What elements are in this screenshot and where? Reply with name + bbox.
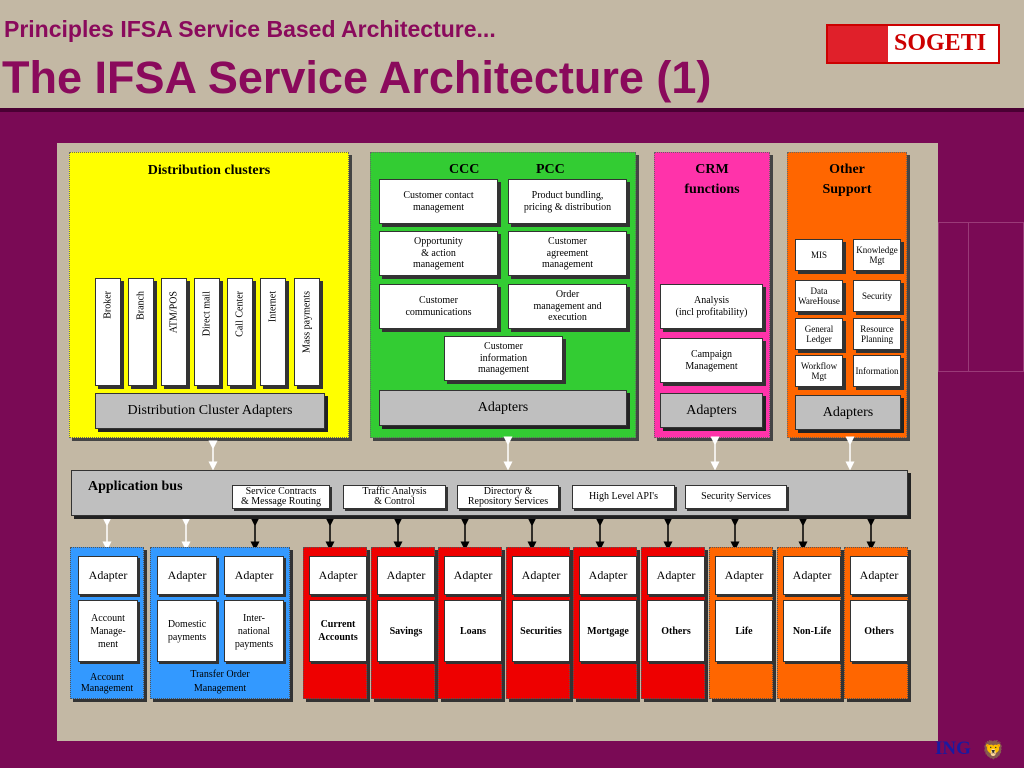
mortgage-box: Mortgage xyxy=(579,600,637,662)
slide-title: The IFSA Service Architecture (1) xyxy=(2,52,712,103)
customer-contact-box: Customer contact management xyxy=(379,179,498,224)
channel-direct-mail: Direct mail xyxy=(194,278,220,386)
slide-subtitle: Principles IFSA Service Based Architectu… xyxy=(4,16,496,42)
security-box: Security xyxy=(853,280,901,312)
life-box: Life xyxy=(715,600,773,662)
ing-logo: ING xyxy=(935,738,971,759)
non-life-box: Non-Life xyxy=(783,600,841,662)
others-banking-adapter: Adapter xyxy=(647,556,705,595)
customer-information-box: Customer information management xyxy=(444,336,563,381)
resource-planning-box: Resource Planning xyxy=(853,318,901,350)
bus-high-level-api: High Level API's xyxy=(572,485,675,509)
non-life-adapter: Adapter xyxy=(783,556,841,595)
workflow-box: Workflow Mgt xyxy=(795,355,843,387)
bus-traffic-analysis: Traffic Analysis & Control xyxy=(343,485,446,509)
others-banking-box: Others xyxy=(647,600,705,662)
pcc-label: PCC xyxy=(536,162,565,177)
crm-title: CRM functions xyxy=(684,162,740,197)
life-adapter: Adapter xyxy=(715,556,773,595)
domestic-adapter: Adapter xyxy=(157,556,217,595)
customer-agreement-box: Customer agreement management xyxy=(508,231,627,276)
crm-adapters: Adapters xyxy=(660,393,763,428)
opportunity-box: Opportunity & action management xyxy=(379,231,498,276)
securities-adapter: Adapter xyxy=(512,556,570,595)
others-insurance-box: Others xyxy=(850,600,908,662)
loans-adapter: Adapter xyxy=(444,556,502,595)
customer-communications-box: Customer communications xyxy=(379,284,498,329)
current-accounts-box: Current Accounts xyxy=(309,600,367,662)
campaign-box: Campaign Management xyxy=(660,338,763,383)
knowledge-box: Knowledge Mgt xyxy=(853,239,901,271)
others-insurance-adapter: Adapter xyxy=(850,556,908,595)
channel-broker: Broker xyxy=(95,278,121,386)
product-bundling-box: Product bundling, pricing & distribution xyxy=(508,179,627,224)
account-management-caption: Account Management xyxy=(80,672,134,694)
current-accounts-adapter: Adapter xyxy=(309,556,367,595)
data-warehouse-box: Data WareHouse xyxy=(795,280,843,312)
account-management-box: Account Manage- ment xyxy=(78,600,138,662)
logo-text: SOGETI xyxy=(894,30,987,56)
order-management-box: Order management and execution xyxy=(508,284,627,329)
other-title: Other Support xyxy=(822,162,872,197)
international-payments-box: Inter- national payments xyxy=(224,600,284,662)
domestic-payments-box: Domestic payments xyxy=(157,600,217,662)
spade-icon xyxy=(828,26,888,62)
loans-box: Loans xyxy=(444,600,502,662)
mortgage-adapter: Adapter xyxy=(579,556,637,595)
channel-branch: Branch xyxy=(128,278,154,386)
channel-atm-pos: ATM/POS xyxy=(161,278,187,386)
securities-box: Securities xyxy=(512,600,570,662)
lion-icon: 🦁 xyxy=(982,740,1005,760)
transfer-order-caption: Transfer Order Management xyxy=(190,669,250,694)
analysis-box: Analysis (incl profitability) xyxy=(660,284,763,329)
other-adapters: Adapters xyxy=(795,395,901,430)
bus-directory: Directory & Repository Services xyxy=(457,485,559,509)
header-divider xyxy=(0,108,1024,112)
bus-service-contracts: Service Contracts & Message Routing xyxy=(232,485,330,509)
savings-box: Savings xyxy=(377,600,435,662)
general-ledger-box: General Ledger xyxy=(795,318,843,350)
application-bus-title: Application bus xyxy=(88,479,183,494)
distribution-title: Distribution clusters xyxy=(147,163,271,178)
channel-mass-payments: Mass payments xyxy=(294,278,320,386)
information-box: Information xyxy=(853,355,901,387)
channel-call-center: Call Center xyxy=(227,278,253,386)
mis-box: MIS xyxy=(795,239,843,271)
ccc-adapters: Adapters xyxy=(379,390,627,426)
distribution-adapters: Distribution Cluster Adapters xyxy=(95,393,325,429)
channel-internet: Internet xyxy=(260,278,286,386)
sogeti-logo: SOGETI xyxy=(826,24,1000,64)
savings-adapter: Adapter xyxy=(377,556,435,595)
account-adapter: Adapter xyxy=(78,556,138,595)
international-adapter: Adapter xyxy=(224,556,284,595)
ccc-label: CCC xyxy=(449,162,480,177)
bus-security-services: Security Services xyxy=(685,485,787,509)
